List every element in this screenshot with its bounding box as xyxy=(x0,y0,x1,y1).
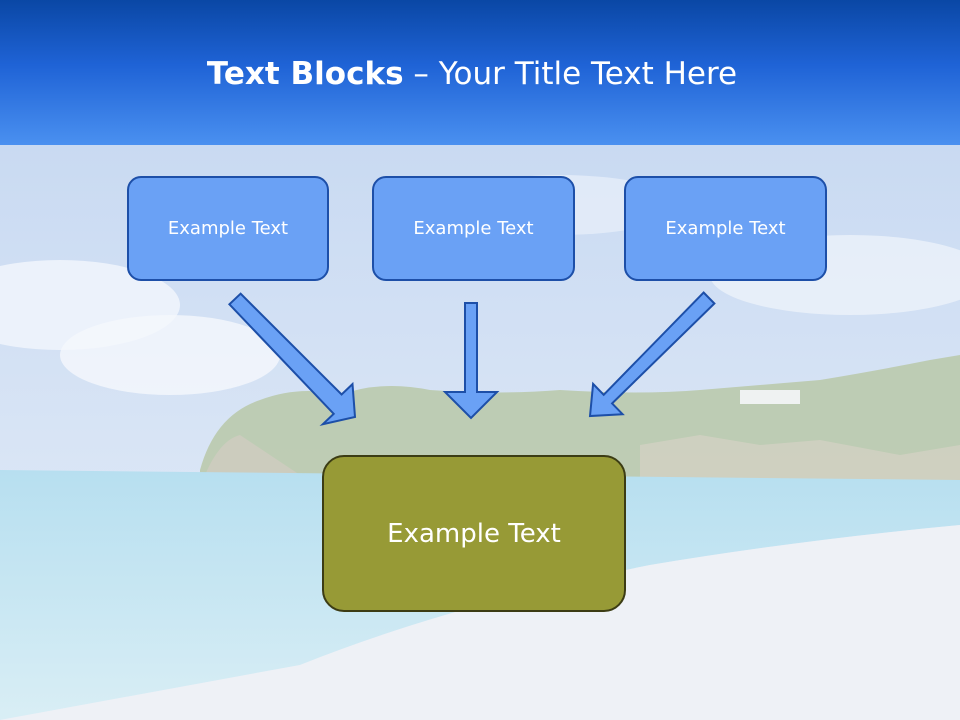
page-title: Text Blocks – Your Title Text Here xyxy=(0,54,944,94)
arrow-center xyxy=(442,302,500,420)
title-bold-part: Text Blocks xyxy=(206,56,404,92)
arrow-left xyxy=(227,292,357,426)
text-block-result[interactable]: Example Text xyxy=(322,455,626,612)
title-separator: – xyxy=(403,56,439,92)
arrow-right xyxy=(588,291,716,418)
text-block-1[interactable]: Example Text xyxy=(127,176,329,281)
text-block-2[interactable]: Example Text xyxy=(372,176,575,281)
title-rest: Your Title Text Here xyxy=(438,56,738,92)
title-band xyxy=(0,0,960,145)
text-block-3[interactable]: Example Text xyxy=(624,176,827,281)
